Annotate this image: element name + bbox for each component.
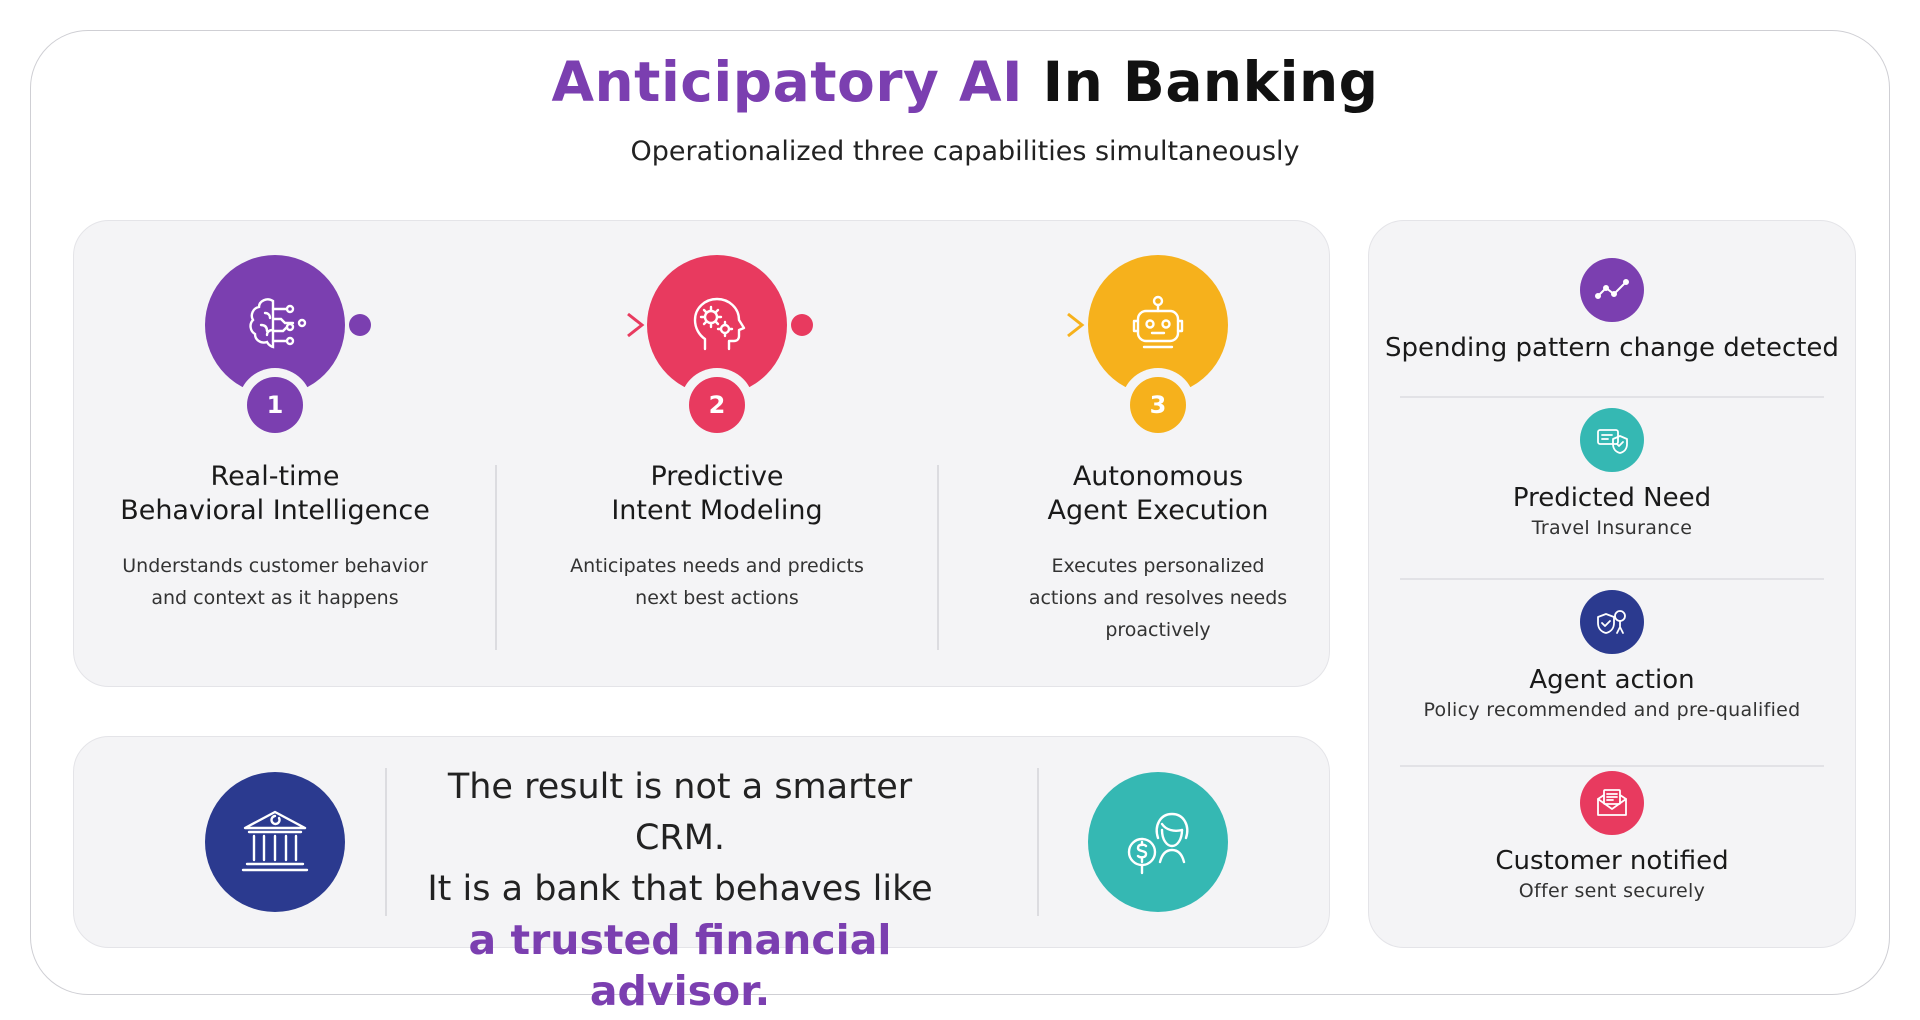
brain-circuit-icon	[249, 298, 307, 349]
result-divider-left	[385, 768, 387, 916]
flow-item-predicted-need: Predicted Need Travel Insurance	[1368, 408, 1856, 542]
step-2-number-ring: 2	[680, 368, 754, 442]
advisor-dollar-icon	[1127, 812, 1189, 875]
shield-agent-icon	[1597, 610, 1626, 634]
result-divider-right	[1037, 768, 1039, 916]
robot-icon	[1132, 295, 1184, 349]
step-1-number: 1	[247, 377, 303, 433]
flow-item-agent-action: Agent action Policy recommended and pre-…	[1368, 590, 1856, 724]
trend-line-icon	[1595, 279, 1629, 299]
step-2-number: 2	[689, 377, 745, 433]
flow-title-2: Predicted Need	[1512, 483, 1712, 513]
ticket-shield-icon	[1597, 429, 1628, 454]
connector-2-3	[791, 312, 1085, 338]
flow-sub-4: Offer sent securely	[1518, 880, 1706, 902]
advisor-circle	[1088, 772, 1228, 912]
flow-sub-2: Travel Insurance	[1531, 517, 1693, 539]
flow-item-detection: Spending pattern change detected	[1368, 258, 1856, 364]
flow-icon-circle-4	[1580, 771, 1644, 835]
bank-icon	[241, 810, 309, 872]
flow-divider-1	[1400, 396, 1824, 398]
flow-sub-3: Policy recommended and pre-qualified	[1423, 699, 1801, 721]
flow-title-1: Spending pattern change detected	[1385, 333, 1839, 363]
flow-icon-circle-1	[1580, 258, 1644, 322]
step-1-number-ring: 1	[238, 368, 312, 442]
flow-icon-circle-2	[1580, 408, 1644, 472]
bank-circle	[205, 772, 345, 912]
envelope-icon	[1597, 789, 1627, 816]
step-divider-2	[937, 465, 939, 650]
page-title: Anticipatory AI In Banking	[551, 50, 1379, 114]
flow-title-3: Agent action	[1529, 665, 1695, 695]
page-subtitle: Operationalized three capabilities simul…	[630, 136, 1300, 167]
step-divider-1	[495, 465, 497, 650]
flow-item-customer-notified: Customer notified Offer sent securely	[1368, 771, 1856, 905]
flow-icon-circle-3	[1580, 590, 1644, 654]
connector-1-2	[349, 312, 645, 338]
flow-divider-3	[1400, 765, 1824, 767]
flow-divider-2	[1400, 578, 1824, 580]
flow-title-4: Customer notified	[1495, 846, 1729, 876]
step-3-number: 3	[1130, 377, 1186, 433]
head-gears-icon	[693, 297, 746, 351]
result-statement: The result is not a smarter CRM. It is a…	[427, 767, 933, 1015]
step-3-number-ring: 3	[1121, 368, 1195, 442]
